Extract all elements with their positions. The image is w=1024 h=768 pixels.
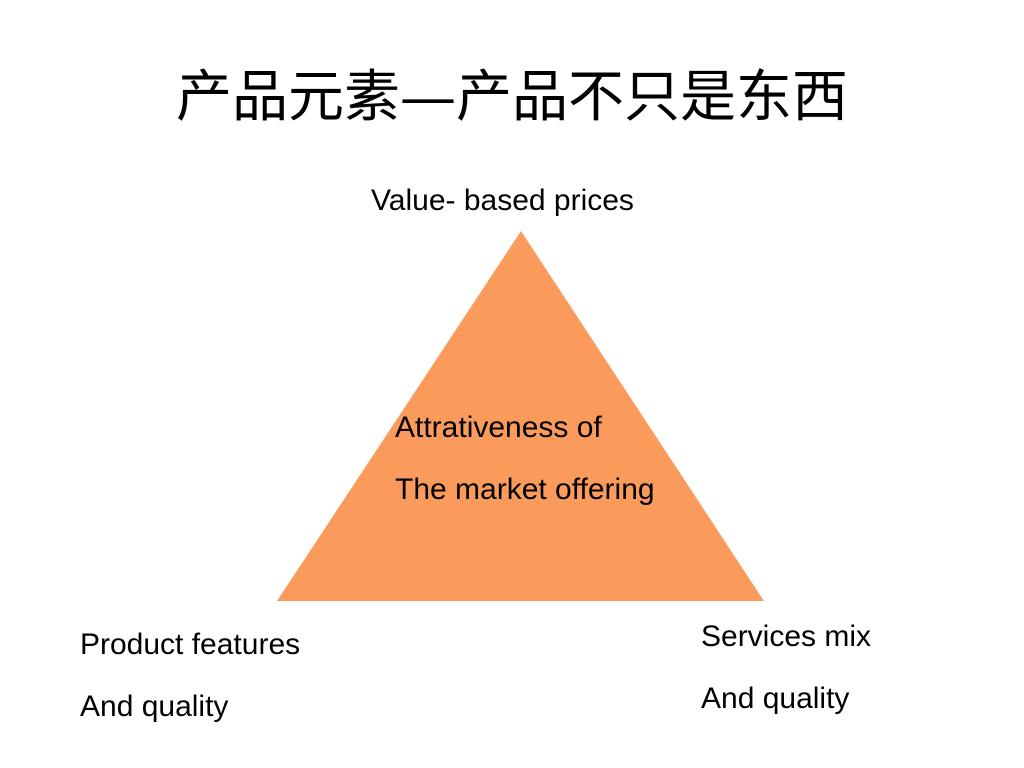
left-vertex-label-line-1: Product features <box>80 628 301 661</box>
top-vertex-label: Value- based prices <box>371 184 634 217</box>
right-vertex-label-line-2: And quality <box>701 682 850 715</box>
slide-title: 产品元素—产品不只是东西 <box>176 65 848 130</box>
triangle-shape <box>277 231 764 601</box>
center-label-line-1: Attrativeness of <box>395 411 602 444</box>
center-label-line-2: The market offering <box>395 473 655 506</box>
left-vertex-label-line-2: And quality <box>80 690 229 723</box>
right-vertex-label-line-1: Services mix <box>701 620 872 653</box>
